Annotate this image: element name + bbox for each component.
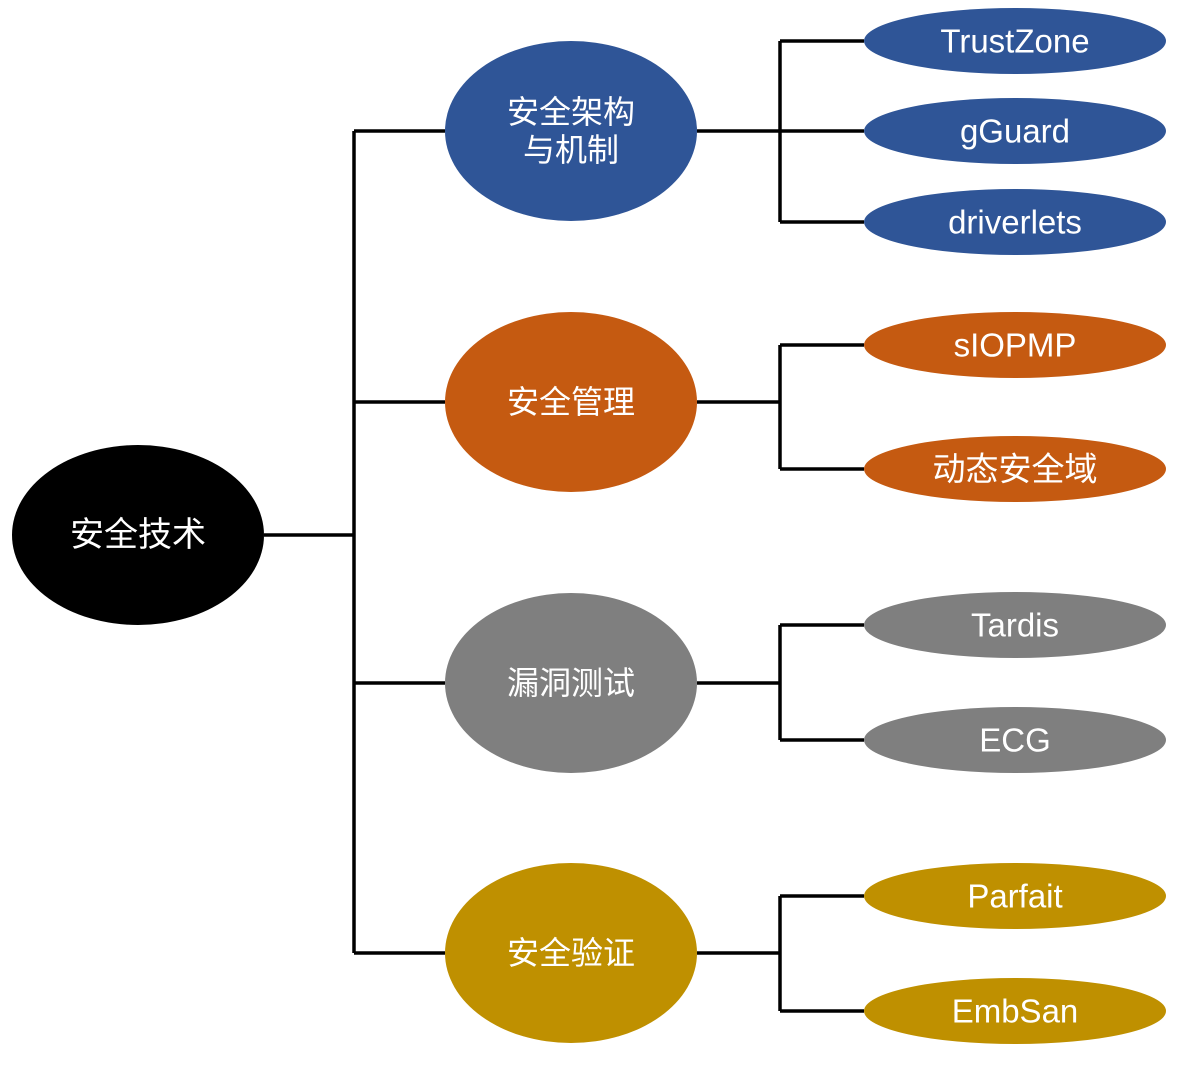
category-node: 安全验证 <box>445 863 697 1043</box>
leaf-node: Parfait <box>864 863 1166 929</box>
leaf-node: sIOPMP <box>864 312 1166 378</box>
leaf-node-ellipse <box>864 8 1166 74</box>
category-node-ellipse <box>445 312 697 492</box>
category-node-label: 安全架构 <box>507 93 635 131</box>
leaf-node: EmbSan <box>864 978 1166 1044</box>
category-node-label: 安全验证 <box>507 934 635 972</box>
category-node-ellipse <box>445 41 697 221</box>
leaf-node: driverlets <box>864 189 1166 255</box>
leaf-node-label: EmbSan <box>952 993 1079 1030</box>
root-node-ellipse <box>12 445 264 625</box>
leaf-node: TrustZone <box>864 8 1166 74</box>
leaf-node: gGuard <box>864 98 1166 164</box>
leaf-node-label: 动态安全域 <box>933 451 1098 488</box>
leaf-node-label: TrustZone <box>940 23 1089 60</box>
category-node-label: 安全管理 <box>507 383 635 421</box>
leaf-node-label: sIOPMP <box>954 327 1077 364</box>
category-node-ellipse <box>445 863 697 1043</box>
root-node: 安全技术 <box>12 445 264 625</box>
leaf-node-label: gGuard <box>960 113 1070 150</box>
category-node: 安全管理 <box>445 312 697 492</box>
leaf-node-label: ECG <box>979 722 1051 759</box>
category-node: 漏洞测试 <box>445 593 697 773</box>
leaf-node-ellipse <box>864 312 1166 378</box>
leaf-node: Tardis <box>864 592 1166 658</box>
category-node-label: 漏洞测试 <box>507 664 635 702</box>
leaf-node-ellipse <box>864 592 1166 658</box>
category-node-ellipse <box>445 593 697 773</box>
leaf-node-ellipse <box>864 98 1166 164</box>
leaf-node-label: driverlets <box>948 204 1082 241</box>
root-node-label: 安全技术 <box>70 515 206 555</box>
leaf-node-ellipse <box>864 978 1166 1044</box>
leaf-node-ellipse <box>864 707 1166 773</box>
leaf-node-ellipse <box>864 436 1166 502</box>
connectors <box>264 39 864 1013</box>
leaf-node: ECG <box>864 707 1166 773</box>
category-node-label: 与机制 <box>523 131 619 169</box>
leaf-node: 动态安全域 <box>864 436 1166 502</box>
leaf-node-label: Tardis <box>971 607 1059 644</box>
leaf-node-ellipse <box>864 863 1166 929</box>
leaf-node-label: Parfait <box>967 878 1062 915</box>
leaf-node-ellipse <box>864 189 1166 255</box>
